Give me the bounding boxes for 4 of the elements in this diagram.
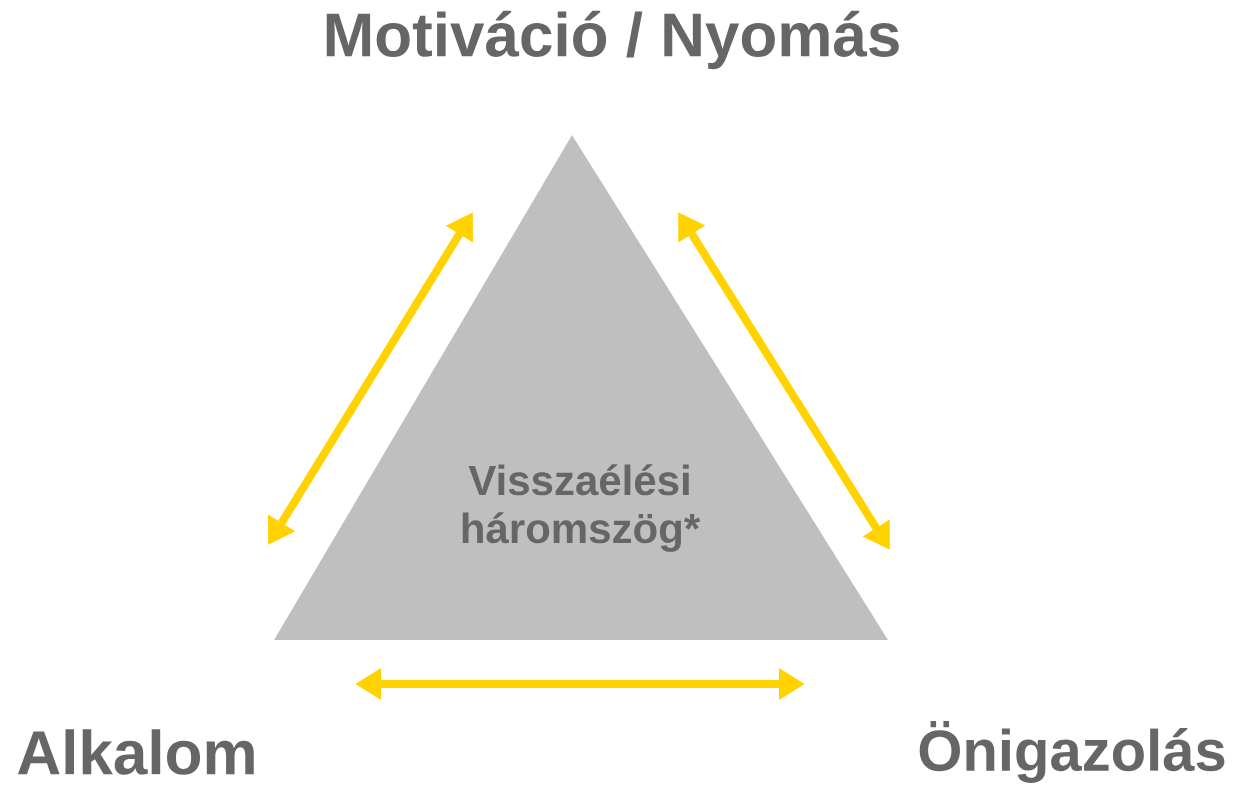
triangle: Visszaélési háromszög* — [274, 135, 888, 640]
corner-label: Alkalom — [17, 729, 254, 775]
corner-label: Motiváció / Nyomás — [326, 10, 899, 70]
corner-label: Önigazolás — [919, 721, 1225, 783]
